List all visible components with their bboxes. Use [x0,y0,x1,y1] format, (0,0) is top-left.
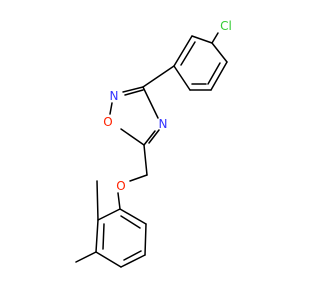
oxadiazole-ring [109,86,160,146]
atom-label-n: N [159,117,168,131]
bond [129,174,148,182]
bond [143,130,156,146]
molecule-diagram: Cl N O N O [75,19,232,268]
bond [191,35,213,44]
bond [119,208,147,225]
bond [102,223,105,250]
bond [97,208,121,221]
bond [120,254,146,268]
bond [109,102,113,115]
methyl-bond [75,251,97,263]
chlorophenyl-ring [173,35,228,91]
bond [143,144,148,176]
bond [142,65,175,88]
bond [117,192,121,210]
bond [207,62,221,85]
bond [144,223,147,256]
bond [120,128,145,146]
atom-label-o-ring: O [103,115,112,129]
atom-label-o-ether: O [116,179,125,193]
bond [95,251,122,268]
bond [210,61,228,91]
dimethylphenyl-ring [95,208,147,268]
bond [211,42,228,63]
atom-label-cl: Cl [220,19,232,33]
bond [173,35,193,67]
bond-c-cl [211,32,219,44]
bond [95,219,99,253]
methyl-bond [96,180,99,221]
bond [123,250,142,261]
bond [120,215,141,229]
atom-label-n: N [110,89,119,103]
structure-canvas: Cl N O N O [75,19,232,268]
bond [124,89,144,96]
bond [148,129,160,144]
bond [122,86,144,93]
bond [142,86,159,119]
bond [173,65,191,91]
bond [180,41,196,66]
